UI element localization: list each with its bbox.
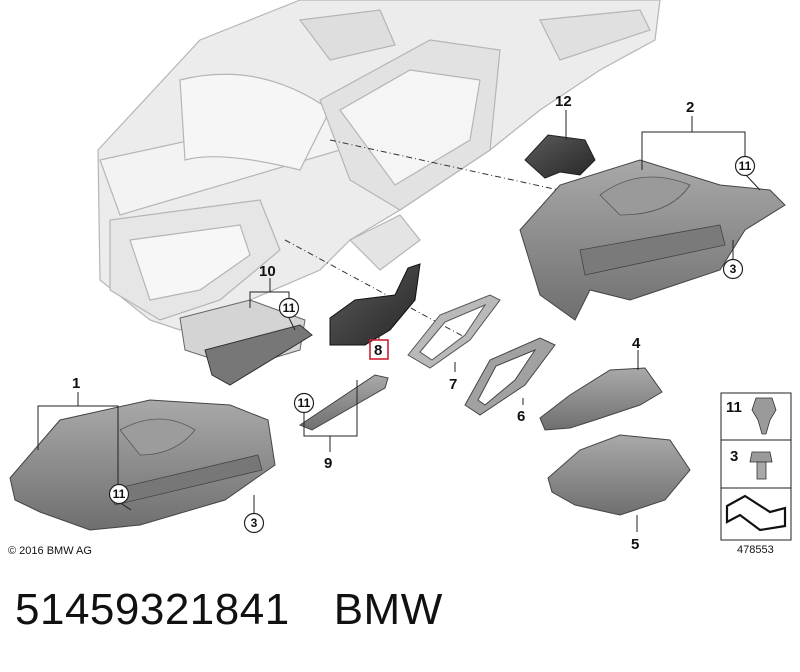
callout-1: 1: [72, 375, 80, 392]
copyright-text: © 2016 BMW AG: [8, 545, 92, 557]
callout-2: 2: [686, 99, 694, 116]
part-1-trim-left: [9, 399, 276, 531]
part-12-bracket: [524, 134, 596, 179]
callout-leaders: [37, 110, 761, 532]
part-8-trim-highlighted: [329, 263, 421, 346]
callout-4: 4: [632, 335, 641, 352]
svg-text:3: 3: [251, 516, 258, 530]
legend-item-11-label: 11: [726, 399, 742, 416]
part-9-trim: [298, 374, 389, 431]
callout-10: 10: [259, 263, 276, 280]
leader-lines: [284, 139, 651, 341]
svg-text:3: 3: [730, 262, 737, 276]
callout-5: 5: [631, 536, 639, 553]
part-6-frame: [464, 337, 556, 416]
brand-name: BMW: [333, 585, 443, 634]
callout-7: 7: [449, 376, 457, 393]
dashboard-ghost: [97, 0, 661, 331]
callout-11-right-trim: 11: [734, 155, 756, 177]
callout-3-right: 3: [722, 258, 744, 280]
callout-8: 8: [374, 342, 382, 359]
callout-11-small-trim: 11: [293, 392, 315, 414]
legend-item-3-label: 3: [730, 448, 738, 465]
circled-callouts: 11 11 11 11 3 3: [108, 155, 756, 534]
part-5-shroud-lower: [547, 434, 691, 516]
part-number: 51459321841: [15, 585, 290, 634]
part-2-trim-right: [519, 159, 786, 321]
callout-8-highlight-box: [369, 339, 389, 360]
callout-9: 9: [324, 455, 332, 472]
callout-12: 12: [555, 93, 572, 110]
clip-icon: [751, 397, 777, 435]
callout-labels: 1 2 4 5 6 7 9 10 12 8: [72, 93, 694, 553]
part-7-frame: [407, 294, 501, 369]
fastener-legend: 11 3: [720, 392, 792, 541]
callout-6: 6: [517, 408, 525, 425]
svg-text:11: 11: [113, 487, 126, 501]
bolt-icon: [749, 451, 773, 480]
svg-text:11: 11: [298, 396, 311, 410]
callout-11-glovebox: 11: [278, 297, 300, 319]
diagram-number: 478553: [737, 544, 774, 556]
svg-text:11: 11: [283, 301, 296, 315]
part-number-row: 51459321841 BMW: [15, 585, 443, 635]
orientation-arrow-icon: [725, 494, 787, 532]
callout-3-left: 3: [243, 512, 265, 534]
svg-text:11: 11: [739, 159, 752, 173]
part-4-shroud-upper: [539, 367, 663, 431]
callout-11-left-lower: 11: [108, 483, 130, 505]
